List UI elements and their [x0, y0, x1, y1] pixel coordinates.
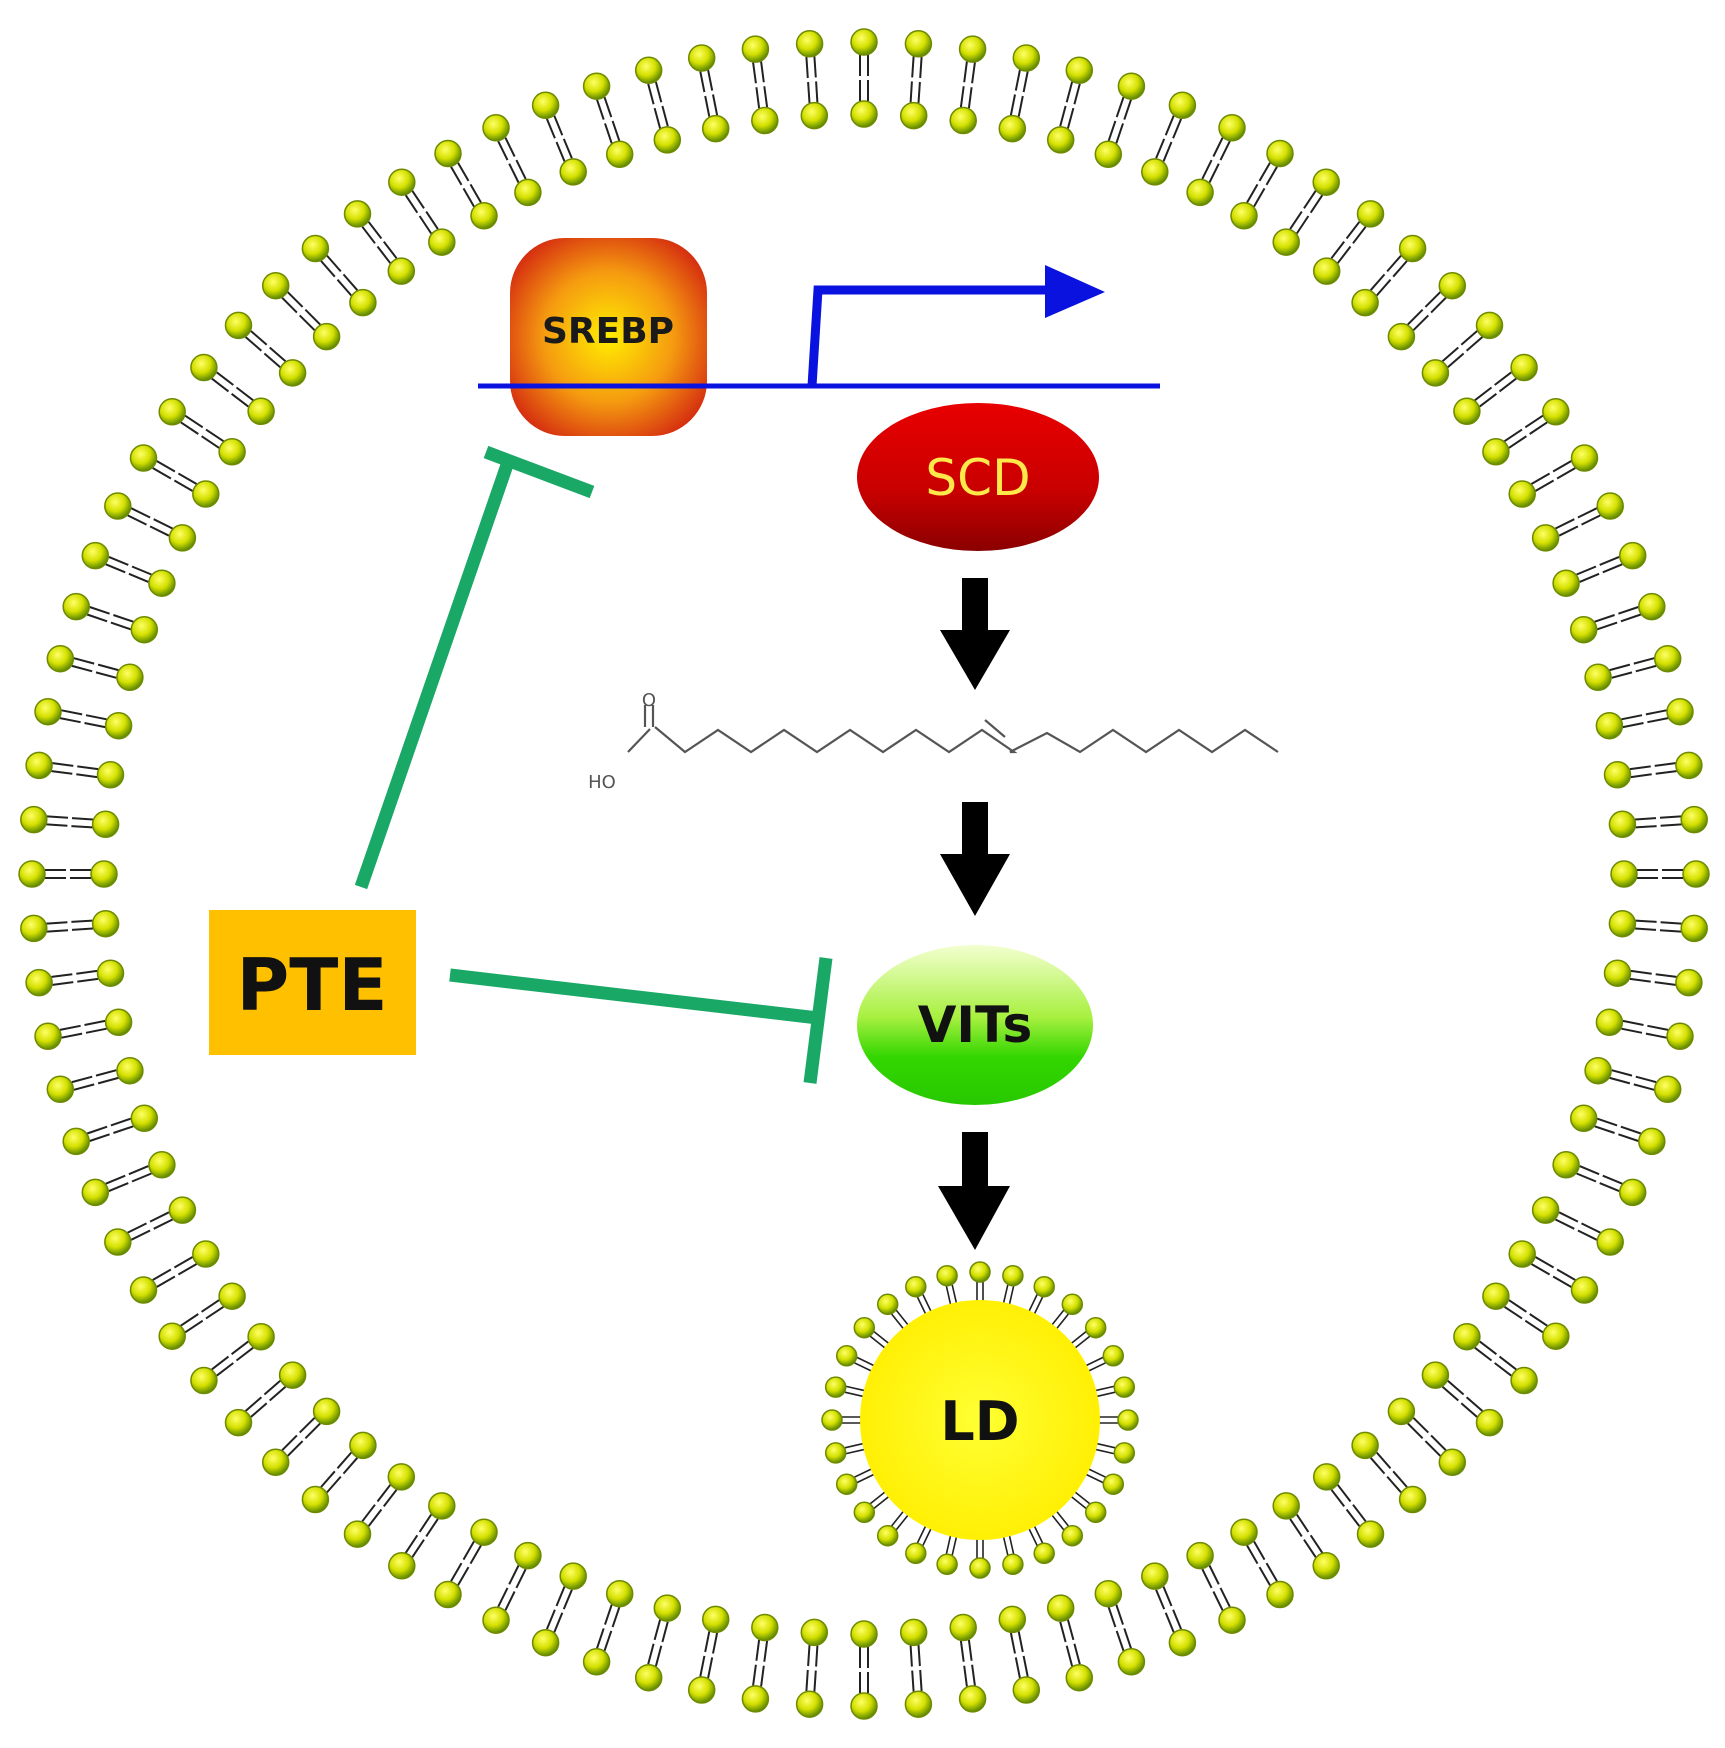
promoter-arrow — [807, 265, 1105, 387]
vits-node: VITs — [857, 945, 1093, 1105]
arrow-fatty-acid-to-vits — [940, 802, 1010, 916]
ld-label: LD — [940, 1390, 1019, 1453]
srebp-node: SREBP — [510, 238, 707, 436]
inhibition-pte-vits — [449, 957, 833, 1084]
scd-node: SCD — [857, 403, 1099, 551]
molecule-oh-label: HO — [588, 772, 616, 793]
molecule-o-label: O — [642, 690, 656, 711]
lipid-droplet-icon — [821, 1261, 1139, 1579]
pte-label: PTE — [236, 943, 387, 1027]
srebp-label: SREBP — [542, 311, 674, 352]
pte-node: PTE — [209, 910, 416, 1055]
vits-label: VITs — [918, 996, 1033, 1054]
scd-label: SCD — [925, 449, 1030, 507]
oleic-acid-structure-icon — [627, 705, 1279, 754]
arrow-vits-to-ld — [938, 1132, 1010, 1250]
ld-node: LD — [860, 1300, 1100, 1540]
inhibition-pte-srebp — [354, 445, 595, 890]
arrow-scd-to-fatty-acid — [940, 578, 1010, 690]
cell-membrane-lipid-bilayer — [18, 28, 1710, 1720]
